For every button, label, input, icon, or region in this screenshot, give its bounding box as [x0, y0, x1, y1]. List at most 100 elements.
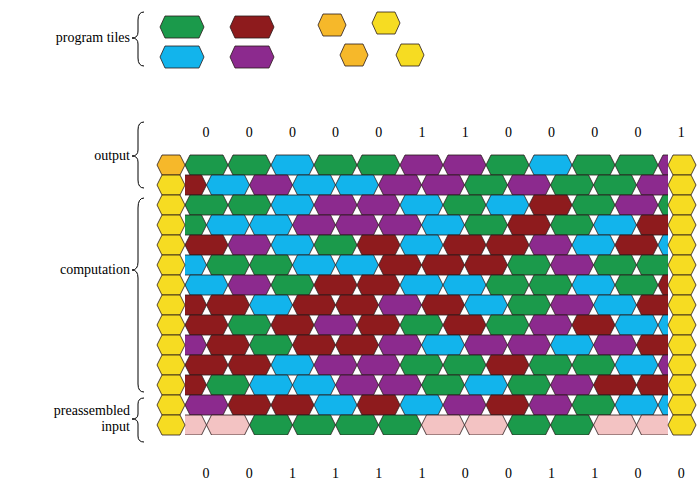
bit-value: 1: [285, 466, 299, 482]
tile: [422, 175, 465, 195]
bit-value: 0: [631, 125, 645, 141]
tile: [157, 175, 185, 195]
tile: [271, 355, 314, 375]
bit-value: 1: [588, 466, 602, 482]
tile: [465, 335, 508, 355]
bit-value: 0: [501, 466, 515, 482]
tile: [551, 255, 594, 275]
tile: [230, 46, 274, 68]
tile: [668, 295, 696, 315]
tile: [508, 215, 551, 235]
tile: [185, 275, 228, 295]
tile: [228, 395, 271, 415]
tile: [508, 335, 551, 355]
tile: [336, 375, 379, 395]
tile: [357, 155, 400, 175]
tile: [551, 295, 594, 315]
tile: [443, 235, 486, 255]
tile: [443, 355, 486, 375]
section-label: output: [50, 148, 130, 164]
tile: [551, 375, 594, 395]
tile: [185, 355, 228, 375]
bit-value: 0: [285, 125, 299, 141]
tile: [615, 155, 658, 175]
tile: [551, 215, 594, 235]
tile: [637, 415, 669, 435]
tile: [400, 195, 443, 215]
tile: [157, 315, 185, 335]
tile: [157, 215, 185, 235]
tile: [185, 255, 207, 275]
tile: [336, 215, 379, 235]
tile: [157, 415, 185, 435]
tile: [318, 14, 346, 36]
tile: [465, 255, 508, 275]
tile: [486, 315, 529, 335]
tile: [486, 235, 529, 255]
tile: [637, 295, 669, 315]
tile: [157, 275, 185, 295]
tile: [658, 315, 668, 335]
tile: [594, 175, 637, 195]
tile: [637, 215, 669, 235]
bit-value: 0: [199, 125, 213, 141]
tile: [185, 195, 228, 215]
tile: [486, 395, 529, 415]
tile: [314, 395, 357, 415]
program-tiles: [160, 12, 424, 68]
tile: [293, 175, 336, 195]
tile: [314, 155, 357, 175]
tile: [465, 295, 508, 315]
section-label: program tiles: [50, 30, 130, 46]
tile: [658, 275, 668, 295]
tile: [314, 275, 357, 295]
tile: [615, 275, 658, 295]
tile: [379, 255, 422, 275]
tile: [336, 255, 379, 275]
bit-value: 0: [199, 466, 213, 482]
tile: [572, 195, 615, 215]
tile: [379, 175, 422, 195]
tile: [400, 355, 443, 375]
tile: [250, 175, 293, 195]
tile: [185, 395, 228, 415]
tile: [400, 315, 443, 335]
tile: [668, 175, 696, 195]
tile: [293, 215, 336, 235]
tile: [379, 215, 422, 235]
tile: [668, 215, 696, 235]
tile: [508, 295, 551, 315]
tile: [250, 215, 293, 235]
tile: [357, 395, 400, 415]
tile: [658, 395, 668, 415]
tile: [185, 155, 228, 175]
tile: [185, 215, 207, 235]
tile: [157, 375, 185, 395]
tile: [314, 195, 357, 215]
tile: [185, 315, 228, 335]
tile: [529, 355, 572, 375]
tile: [379, 295, 422, 315]
bit-value: 0: [242, 125, 256, 141]
tile: [594, 215, 637, 235]
bit-value: 0: [458, 466, 472, 482]
tile: [250, 335, 293, 355]
tile: [486, 355, 529, 375]
tile: [271, 315, 314, 335]
tile: [668, 155, 696, 175]
bit-value: 1: [415, 466, 429, 482]
tile: [185, 235, 228, 255]
tile: [422, 295, 465, 315]
tile: [443, 315, 486, 335]
tile: [271, 155, 314, 175]
tile: [228, 275, 271, 295]
tile: [379, 335, 422, 355]
tile: [668, 275, 696, 295]
tile: [230, 16, 274, 38]
bit-value: 1: [545, 466, 559, 482]
tile: [658, 155, 668, 175]
bit-value: 1: [372, 466, 386, 482]
tile: [228, 195, 271, 215]
tile: [185, 375, 207, 395]
tile: [185, 295, 207, 315]
